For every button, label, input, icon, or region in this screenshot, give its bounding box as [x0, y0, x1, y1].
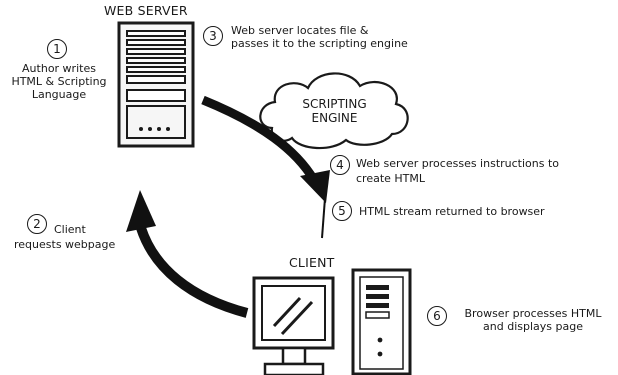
step-5-line-1: HTML stream returned to browser: [359, 205, 545, 218]
step-3-line-2: passes it to the scripting engine: [231, 37, 408, 50]
step-6-line-2: and displays page: [483, 320, 583, 333]
step-6-text: Browser processes HTML and displays page: [452, 307, 614, 333]
step-2-line-2: requests webpage: [14, 238, 116, 251]
cloud-icon: [259, 72, 409, 150]
desktop-monitor-icon: [252, 276, 335, 375]
pc-tower-icon: [351, 268, 412, 375]
step-1-line-2: HTML & Scripting: [11, 75, 107, 88]
step-6-line-1: Browser processes HTML: [464, 307, 602, 320]
step-3-text: Web server locates file & passes it to t…: [231, 24, 408, 50]
curved-arrow-icon: [126, 190, 249, 318]
step-3-line-1: Web server locates file &: [231, 24, 369, 37]
step-5-number: 5: [332, 201, 352, 221]
client-label: CLIENT: [289, 255, 335, 270]
step-1-line-1: Author writes: [22, 62, 96, 75]
step-2-number: 2: [27, 214, 47, 234]
step-4-line-2: create HTML: [356, 172, 426, 185]
step-6-number: 6: [427, 306, 447, 326]
step-4-number: 4: [330, 155, 350, 175]
step-2-line-1: Client: [54, 223, 86, 236]
step-1-line-3: Language: [31, 88, 87, 101]
step-1-text: Author writes HTML & Scripting Language: [3, 62, 115, 101]
step-3-number: 3: [203, 26, 223, 46]
scripting-engine-label: SCRIPTING ENGINE: [292, 97, 377, 125]
web-server-label: WEB SERVER: [104, 3, 188, 18]
step-4-line-1: Web server processes instructions to: [356, 157, 560, 170]
scripting-engine-line-2: ENGINE: [311, 111, 358, 125]
scripting-engine-line-1: SCRIPTING: [302, 97, 367, 111]
curved-arrow-icon: [201, 95, 330, 239]
server-tower-icon: [117, 21, 195, 148]
step-1-number: 1: [47, 39, 67, 59]
